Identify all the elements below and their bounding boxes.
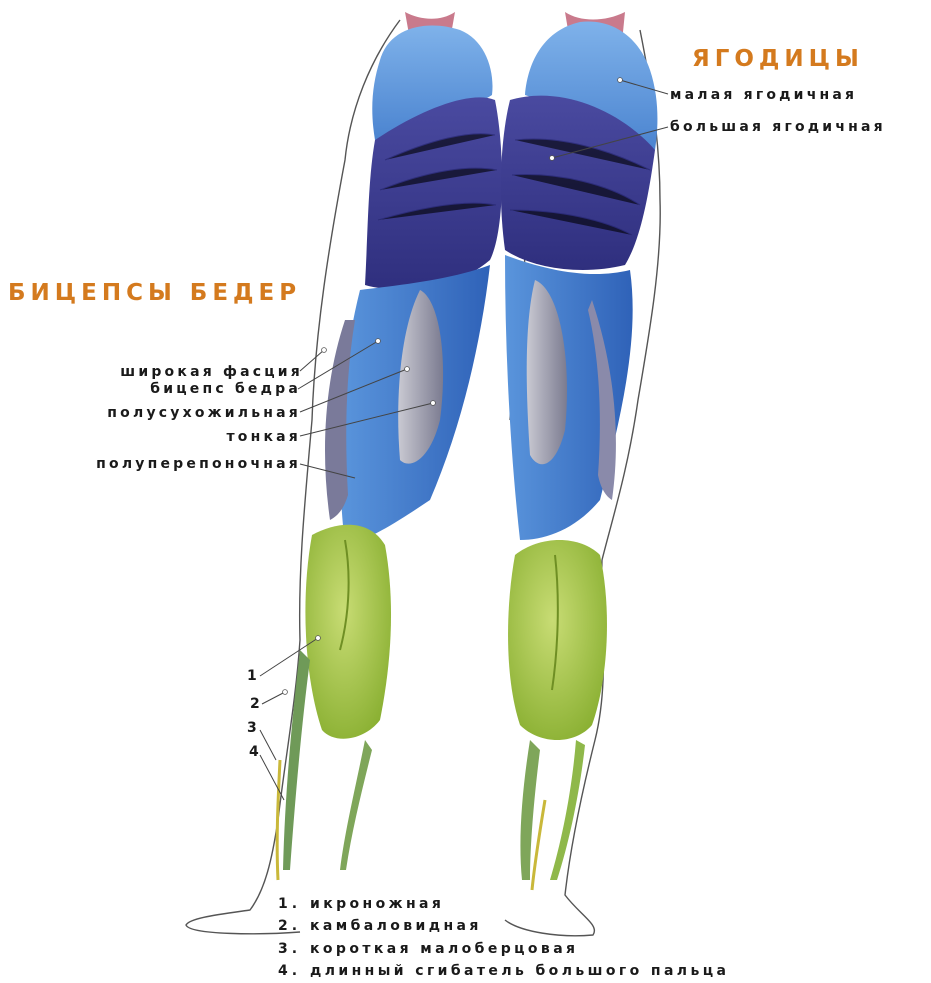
hamstrings-heading: БИЦЕПСЫ БЕДЕР <box>8 280 301 306</box>
legend-number: 2. <box>278 918 310 934</box>
legend-item: 3.короткая малоберцовая <box>278 941 578 957</box>
calf-number-1: 1 <box>247 668 257 684</box>
label-gluteus-minimus: малая ягодичная <box>670 86 857 104</box>
label-semitendinosus: полусухожильная <box>107 404 301 422</box>
legend-item: 2.камбаловидная <box>278 918 482 934</box>
hamstrings <box>325 255 633 545</box>
calf-number-2: 2 <box>250 696 260 712</box>
legend-number: 1. <box>278 896 310 912</box>
legend-item: 1.икроножная <box>278 896 444 912</box>
legend-text: икроножная <box>310 896 444 912</box>
label-semimembranosus: полуперепоночная <box>96 455 301 473</box>
calf-muscles <box>277 525 607 890</box>
legend-text: длинный сгибатель большого пальца <box>310 963 729 979</box>
legend-item: 4.длинный сгибатель большого пальца <box>278 963 729 979</box>
legend-text: короткая малоберцовая <box>310 941 578 957</box>
label-gluteus-maximus: большая ягодичная <box>670 118 886 136</box>
label-fascia-lata: широкая фасция <box>120 363 303 381</box>
legend-text: камбаловидная <box>310 918 482 934</box>
legend-number: 4. <box>278 963 310 979</box>
label-biceps-femoris: бицепс бедра <box>150 380 301 398</box>
glutes-heading: ЯГОДИЦЫ <box>692 46 864 72</box>
label-gracilis: тонкая <box>226 428 301 446</box>
legend-number: 3. <box>278 941 310 957</box>
calf-number-4: 4 <box>249 744 259 760</box>
calf-number-3: 3 <box>247 720 257 736</box>
